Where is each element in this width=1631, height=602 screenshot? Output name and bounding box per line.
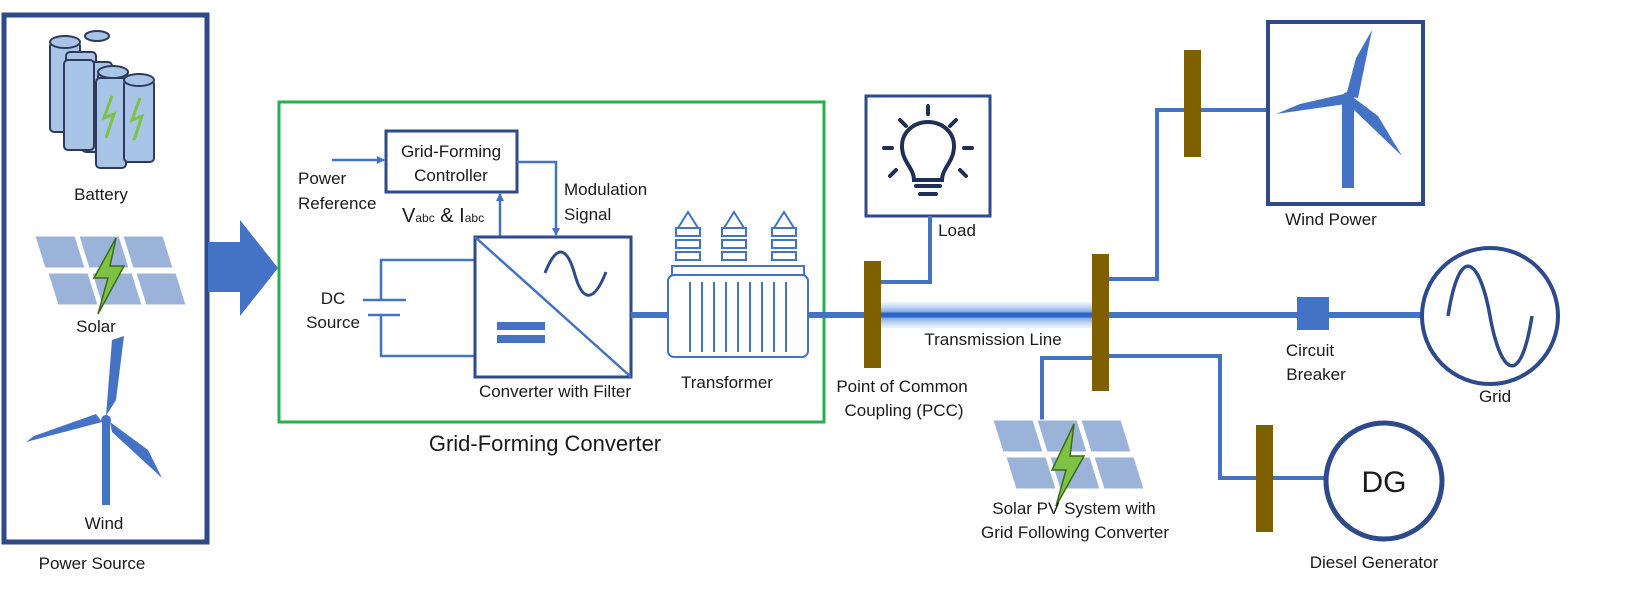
diesel-generator-label: Diesel Generator <box>1310 553 1439 572</box>
pcc-load-link <box>881 216 932 284</box>
controller-label-line2: Controller <box>414 166 488 185</box>
dg-symbol-label: DG <box>1362 466 1407 499</box>
controller-label-line1: Grid-Forming <box>401 142 501 161</box>
wind-turbine-icon-network <box>1276 30 1402 188</box>
main-bus-bar <box>1092 254 1109 391</box>
circuit-breaker <box>1297 297 1329 330</box>
feedback-label: Vabc & Iabc <box>402 205 484 227</box>
power-source-frame <box>1 12 210 545</box>
load-label: Load <box>938 221 976 240</box>
wind-feeder-line <box>1109 108 1184 281</box>
power-flow-arrow <box>208 220 278 316</box>
battery-icon <box>49 30 155 169</box>
converter-label: Converter with Filter <box>479 382 631 401</box>
wind-power-label: Wind Power <box>1285 210 1377 229</box>
pcc-label-line2: Coupling (PCC) <box>844 401 963 420</box>
wind-turbine-icon <box>26 336 162 505</box>
transformer-label: Transformer <box>681 373 773 392</box>
wind-bus-bar <box>1184 50 1201 157</box>
wind-label: Wind <box>85 514 124 533</box>
modulation-label-line2: Signal <box>564 205 611 224</box>
power-source-caption: Power Source <box>39 554 146 573</box>
dc-source-line1: DC <box>321 289 346 308</box>
transformer-icon <box>667 210 809 358</box>
grid-forming-controller-box <box>384 129 519 194</box>
battery-label: Battery <box>74 185 128 204</box>
pv-label-line2: Grid Following Converter <box>981 523 1169 542</box>
pv-feeder-line <box>1040 356 1092 424</box>
breaker-label-line1: Circuit <box>1286 341 1334 360</box>
grid-forming-converter-caption: Grid-Forming Converter <box>429 431 661 456</box>
modulation-signal-arrow <box>517 160 560 236</box>
dg-bus-bar <box>1256 425 1273 532</box>
solar-panel-icon <box>34 235 187 315</box>
power-reference-line1: Power <box>298 169 347 188</box>
dg-feeder-line <box>1109 354 1256 480</box>
pcc-label-line1: Point of Common <box>836 377 967 396</box>
power-reference-line2: Reference <box>298 194 376 213</box>
modulation-label-line1: Modulation <box>564 180 647 199</box>
dc-source-symbol <box>363 258 474 358</box>
light-bulb-icon <box>882 104 974 196</box>
converter-with-filter-symbol <box>473 235 633 379</box>
dc-source-line2: Source <box>306 313 360 332</box>
pcc-bus-bar <box>864 261 881 368</box>
diesel-generator-symbol <box>1323 420 1445 542</box>
solar-label: Solar <box>76 317 116 336</box>
sine-wave-icon <box>1446 264 1534 368</box>
pv-label-line1: Solar PV System with <box>992 499 1155 518</box>
pv-panel-icon <box>992 419 1145 507</box>
grid-forming-converter-frame <box>277 100 826 424</box>
transmission-line-label: Transmission Line <box>924 330 1061 349</box>
grid-label: Grid <box>1479 387 1511 406</box>
breaker-label-line2: Breaker <box>1286 365 1346 384</box>
